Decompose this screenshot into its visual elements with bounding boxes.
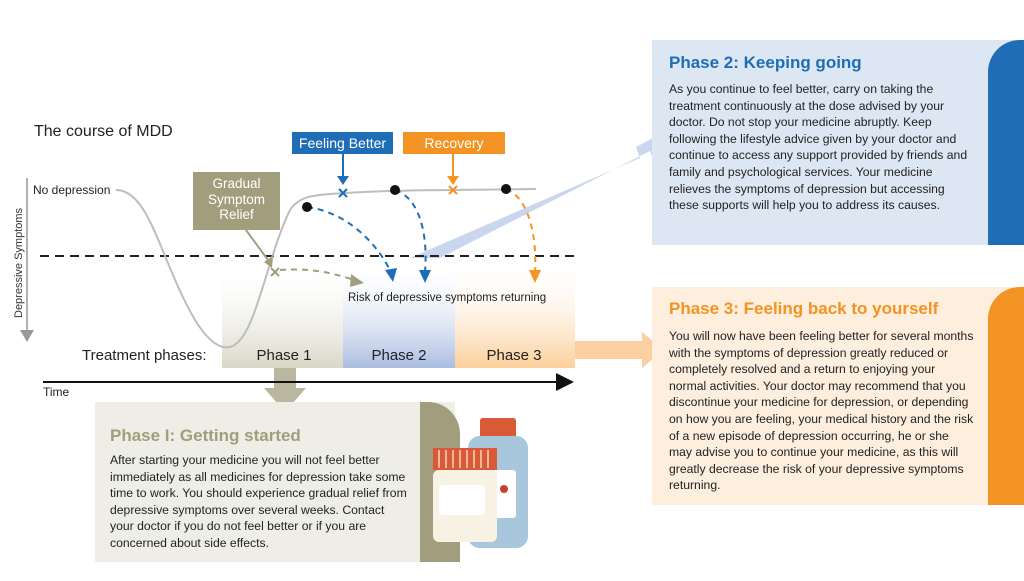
diagram-title: The course of MDD [34,123,173,140]
gradual-pointer [245,229,269,261]
phase1-block [222,258,343,368]
risk-curve-phase3 [505,188,537,273]
time-axis-label: Time [43,385,70,399]
feeling-better-cross-marker [338,188,348,198]
risk-curve-phase1 [279,268,355,281]
risk-curve-phase2b-head [419,270,431,283]
risk-curve-phase2a [306,206,392,273]
phase2b-dot [390,185,400,195]
recovery-pointer-head [447,176,459,185]
phase3-dot [501,184,511,194]
feeling-better-label: Feeling Better [292,132,393,154]
phase3-panel-text: You will now have been feeling better fo… [669,329,974,493]
phase3-callout-arrow [575,332,664,368]
phase3-block [455,258,575,368]
feeling-better-pointer-head [337,176,349,185]
phase2a-dot [302,202,312,212]
phase2-panel: Phase 2: Keeping going As you continue t… [652,40,1024,245]
time-axis-arrowhead [556,373,574,391]
risk-label: Risk of depressive symptoms returning [348,292,547,304]
y-axis-arrowhead [20,330,34,342]
risk-curve-phase2a-head [385,268,397,282]
phase1-label: Phase 1 [256,347,312,364]
medicine-bottle-icon-front [433,418,528,548]
gradual-symptom-relief-label: Gradual Symptom Relief [193,172,280,230]
phase3-panel: Phase 3: Feeling back to yourself You wi… [652,287,1024,505]
no-depression-label: No depression [33,183,111,197]
phase2-panel-tab [988,40,1024,245]
recovery-label: Recovery [403,132,505,154]
phase1-panel-title: Phase I: Getting started [110,426,301,445]
risk-curve-phase3-head [529,270,541,283]
symptom-curve [115,188,537,349]
phase2-panel-title: Phase 2: Keeping going [669,53,862,72]
recovery-cross-marker [448,185,458,195]
risk-curve-phase2b [394,189,427,273]
phase2-block [343,258,455,368]
phase3-panel-title: Phase 3: Feeling back to yourself [669,299,939,318]
phase2-panel-text: As you continue to feel better, carry on… [669,82,968,213]
risk-curve-phase1-head [350,274,364,287]
phase1-panel-text: After starting your medicine you will no… [110,453,407,550]
phase1-callout-arrow [264,368,306,412]
treatment-phases-label: Treatment phases: [82,347,207,364]
phase2-label: Phase 2 [371,347,427,364]
gradual-pointer-head [264,256,273,268]
phase3-panel-tab [988,287,1024,505]
gradual-cross-marker [270,267,280,277]
phase3-label: Phase 3 [486,347,542,364]
